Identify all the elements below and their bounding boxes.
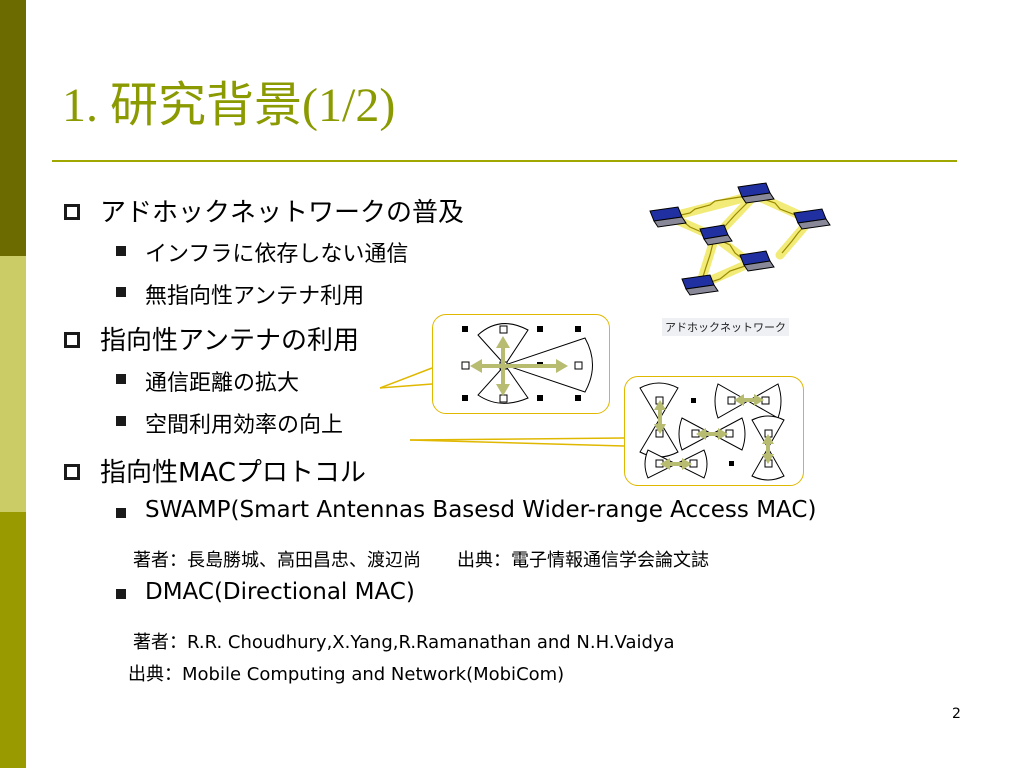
level1-bullet-icon bbox=[64, 204, 80, 220]
laptop-icon bbox=[681, 274, 719, 296]
adhoc-figure-caption: アドホックネットワーク bbox=[662, 318, 789, 336]
sub-bullet-infra: インフラに依存しない通信 bbox=[145, 242, 409, 267]
laptop-icon bbox=[649, 206, 687, 228]
laptop-icon bbox=[699, 224, 733, 246]
sidebar-segment-dark bbox=[0, 0, 26, 256]
level1-bullet-icon bbox=[64, 464, 80, 480]
level2-bullet-icon bbox=[116, 589, 126, 599]
level2-bullet-icon bbox=[116, 374, 126, 384]
level1-bullet-icon bbox=[64, 332, 80, 348]
level2-bullet-icon bbox=[116, 508, 126, 518]
bullet-directional: 指向性アンテナの利用 bbox=[100, 326, 359, 356]
sub-bullet-range: 通信距離の拡大 bbox=[145, 371, 300, 396]
level2-bullet-icon bbox=[116, 287, 126, 297]
bullet-mac: 指向性MACプロトコル bbox=[100, 458, 366, 488]
adhoc-network-figure bbox=[649, 182, 831, 296]
laptop-icon bbox=[739, 250, 775, 272]
level2-bullet-icon bbox=[116, 246, 126, 256]
sidebar-segment-light bbox=[0, 256, 26, 512]
left-accent-bar bbox=[0, 0, 26, 768]
swamp-reference: 著者：長島勝城、高田昌忠、渡辺尚 出典：電子情報通信学会論文誌 bbox=[133, 550, 709, 571]
laptop-icon bbox=[737, 182, 775, 204]
sub-bullet-dmac: DMAC(Directional MAC) bbox=[145, 579, 415, 605]
dmac-source: 出典：Mobile Computing and Network(MobiCom) bbox=[128, 664, 565, 685]
title-underline bbox=[52, 160, 957, 162]
sub-bullet-swamp: SWAMP(Smart Antennas Basesd Wider-range … bbox=[145, 497, 817, 523]
sub-bullet-omni: 無指向性アンテナ利用 bbox=[145, 284, 365, 309]
page-number: 2 bbox=[952, 706, 961, 722]
sidebar-segment-mid bbox=[0, 512, 26, 768]
dmac-authors: 著者：R.R. Choudhury,X.Yang,R.Ramanathan an… bbox=[133, 632, 675, 653]
slide-title: 1. 研究背景(1/2) bbox=[62, 79, 396, 132]
laptop-icon bbox=[793, 208, 831, 230]
level2-bullet-icon bbox=[116, 416, 126, 426]
bullet-adhoc: アドホックネットワークの普及 bbox=[100, 198, 465, 228]
sub-bullet-spatial: 空間利用効率の向上 bbox=[145, 413, 344, 438]
